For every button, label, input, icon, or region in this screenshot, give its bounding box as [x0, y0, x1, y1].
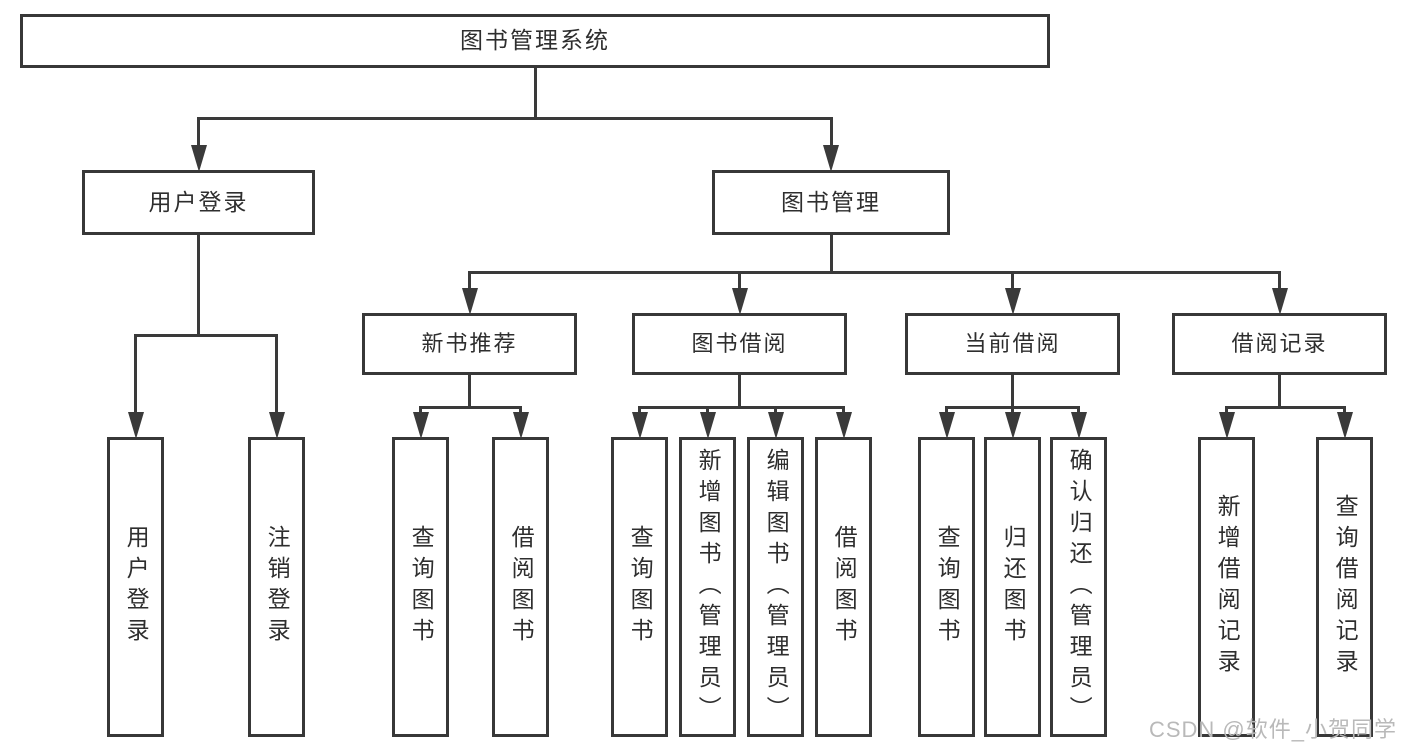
node-label: 用户登录	[148, 188, 249, 215]
node-login: 用户登录	[107, 437, 164, 737]
arrowhead-icon	[127, 412, 144, 439]
node-borrow-records: 借阅记录	[1172, 313, 1387, 375]
connector-line	[738, 272, 741, 293]
node-label: 查询借阅记录	[1332, 494, 1359, 680]
arrowhead-icon	[938, 412, 955, 439]
arrowhead-icon	[1218, 412, 1235, 439]
arrowhead-icon	[767, 412, 784, 439]
node-label: 借阅记录	[1231, 330, 1328, 356]
node-logout: 注销登录	[248, 437, 305, 737]
connector-line	[468, 375, 471, 407]
arrowhead-icon	[190, 145, 207, 172]
connector-line	[468, 272, 471, 293]
node-label: 新书推荐	[421, 330, 518, 356]
node-book-mgmt: 图书管理	[712, 170, 950, 235]
arrowhead-icon	[631, 412, 648, 439]
connector-line	[829, 235, 833, 272]
node-bb-add-book: 新增图书（管理员）	[679, 437, 736, 737]
node-label: 图书管理	[781, 188, 881, 215]
node-rec-query-book: 查询图书	[392, 437, 449, 737]
node-bb-borrow-book: 借阅图书	[815, 437, 872, 737]
node-user-login: 用户登录	[82, 170, 315, 235]
node-bb-edit-book: 编辑图书（管理员）	[747, 437, 804, 737]
connector-line	[197, 116, 833, 120]
node-book-borrow: 图书借阅	[632, 313, 847, 375]
arrowhead-icon	[1004, 412, 1021, 439]
node-label: 查询图书	[408, 525, 435, 649]
connector-line	[419, 405, 522, 409]
connector-line	[533, 68, 537, 118]
node-label: 注销登录	[264, 525, 291, 649]
node-label: 图书管理系统	[460, 27, 610, 54]
node-root: 图书管理系统	[20, 14, 1050, 68]
node-br-query-record: 查询借阅记录	[1316, 437, 1373, 737]
arrowhead-icon	[512, 412, 529, 439]
node-label: 新增图书（管理员）	[695, 447, 722, 727]
node-cb-confirm-return: 确认归还（管理员）	[1050, 437, 1107, 737]
arrowhead-icon	[835, 412, 852, 439]
connector-line	[1225, 405, 1346, 409]
arrowhead-icon	[461, 288, 478, 315]
connector-line	[197, 118, 200, 150]
connector-line	[275, 335, 278, 417]
arrowhead-icon	[1271, 288, 1288, 315]
arrowhead-icon	[268, 412, 285, 439]
arrowhead-icon	[699, 412, 716, 439]
connector-line	[829, 118, 833, 150]
node-label: 当前借阅	[964, 330, 1061, 356]
connector-line	[1011, 375, 1014, 407]
node-label: 编辑图书（管理员）	[763, 447, 790, 727]
connector-line	[1278, 272, 1281, 293]
node-label: 查询图书	[627, 525, 654, 649]
connector-line	[134, 335, 137, 417]
connector-line	[1278, 375, 1281, 407]
node-cb-return-book: 归还图书	[984, 437, 1041, 737]
arrowhead-icon	[412, 412, 429, 439]
node-cb-query-book: 查询图书	[918, 437, 975, 737]
node-current-borrow: 当前借阅	[905, 313, 1120, 375]
node-label: 查询图书	[934, 525, 961, 649]
connector-line	[1011, 272, 1014, 293]
connector-line	[638, 405, 845, 409]
node-label: 借阅图书	[831, 525, 858, 649]
node-label: 用户登录	[123, 525, 150, 649]
arrowhead-icon	[1070, 412, 1087, 439]
arrowhead-icon	[823, 145, 839, 172]
node-label: 图书借阅	[691, 330, 788, 356]
csdn-watermark: CSDN @软件_小贺同学	[1148, 717, 1397, 742]
arrowhead-icon	[731, 288, 748, 315]
node-label: 确认归还（管理员）	[1066, 447, 1093, 727]
arrowhead-icon	[1336, 412, 1353, 439]
connector-line	[197, 235, 200, 335]
connector-line	[468, 270, 1281, 274]
node-label: 新增借阅记录	[1214, 494, 1241, 680]
connector-line	[738, 375, 741, 407]
node-br-add-record: 新增借阅记录	[1198, 437, 1255, 737]
node-rec-borrow-book: 借阅图书	[492, 437, 549, 737]
node-bb-query-book: 查询图书	[611, 437, 668, 737]
arrowhead-icon	[1004, 288, 1021, 315]
node-new-book-rec: 新书推荐	[362, 313, 577, 375]
node-label: 借阅图书	[508, 525, 535, 649]
connector-line	[134, 333, 278, 337]
node-label: 归还图书	[1000, 525, 1027, 649]
